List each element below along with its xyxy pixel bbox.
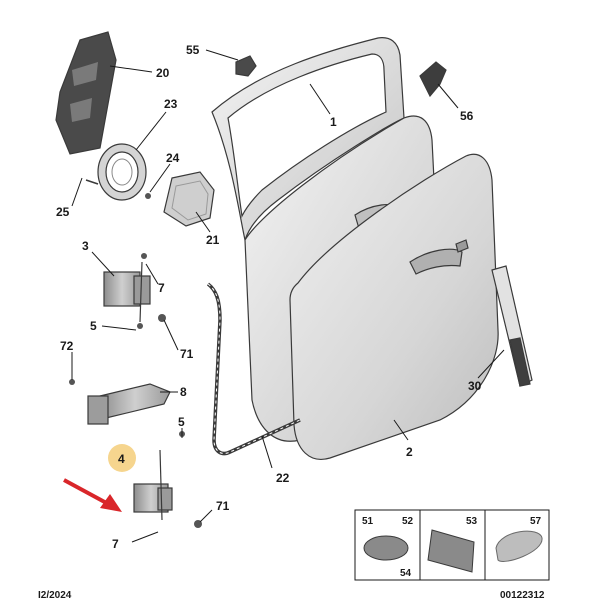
leader-lines: [71, 49, 505, 543]
callout-5-lower: 5: [178, 415, 185, 429]
callout-2: 2: [406, 445, 413, 459]
clip-pad-53: [427, 529, 475, 573]
callout-4-highlight: [108, 444, 136, 472]
door-seal-part-22: [206, 282, 301, 456]
door-skin-part-2: [289, 153, 499, 460]
lock-module-part-20: [55, 31, 117, 155]
pillar-trim-part-30: [491, 265, 533, 387]
legend-51: 51: [362, 516, 374, 527]
callout-7-lower: 7: [112, 537, 119, 551]
callout-20: 20: [156, 66, 170, 80]
date-code: I2/2024: [38, 590, 72, 600]
trim-part-55: [235, 55, 257, 77]
legend-52: 52: [402, 516, 414, 527]
callout-4: 4: [118, 452, 125, 466]
legend-54: 54: [400, 568, 412, 579]
clip-capsule-57: [495, 530, 543, 562]
speaker-ring-part-23: [97, 143, 147, 201]
callout-72: 72: [60, 339, 74, 353]
callout-56: 56: [460, 109, 474, 123]
panel-part-21: [163, 171, 215, 227]
clip-legend-box: 51 52 54 53 57: [354, 509, 550, 581]
lower-hinge-part-4: [133, 431, 202, 528]
callout-3: 3: [82, 239, 89, 253]
callout-25: 25: [56, 205, 70, 219]
callout-55: 55: [186, 43, 200, 57]
legend-57: 57: [530, 516, 542, 527]
highlight-arrow: [63, 478, 122, 512]
callout-22: 22: [276, 471, 290, 485]
callout-1: 1: [330, 115, 337, 129]
callout-30: 30: [468, 379, 482, 393]
callout-23: 23: [164, 97, 178, 111]
reference-code: 00122312: [500, 590, 545, 600]
callout-8: 8: [180, 385, 187, 399]
trim-part-56: [419, 61, 447, 98]
callout-71-upper: 71: [180, 347, 194, 361]
callout-7-upper: 7: [158, 281, 165, 295]
callout-5-upper: 5: [90, 319, 97, 333]
legend-53: 53: [466, 516, 478, 527]
callout-24: 24: [166, 151, 180, 165]
upper-hinge-part-3: [103, 253, 166, 329]
callout-21: 21: [206, 233, 220, 247]
callout-labels: 20 23 24 25 21 55 1 56 3 7 5 71 72 8 5 4…: [56, 43, 482, 551]
check-strap-part-8: [69, 379, 171, 425]
clip-oval-51-52-54: [363, 535, 409, 561]
callout-71-lower: 71: [216, 499, 230, 513]
